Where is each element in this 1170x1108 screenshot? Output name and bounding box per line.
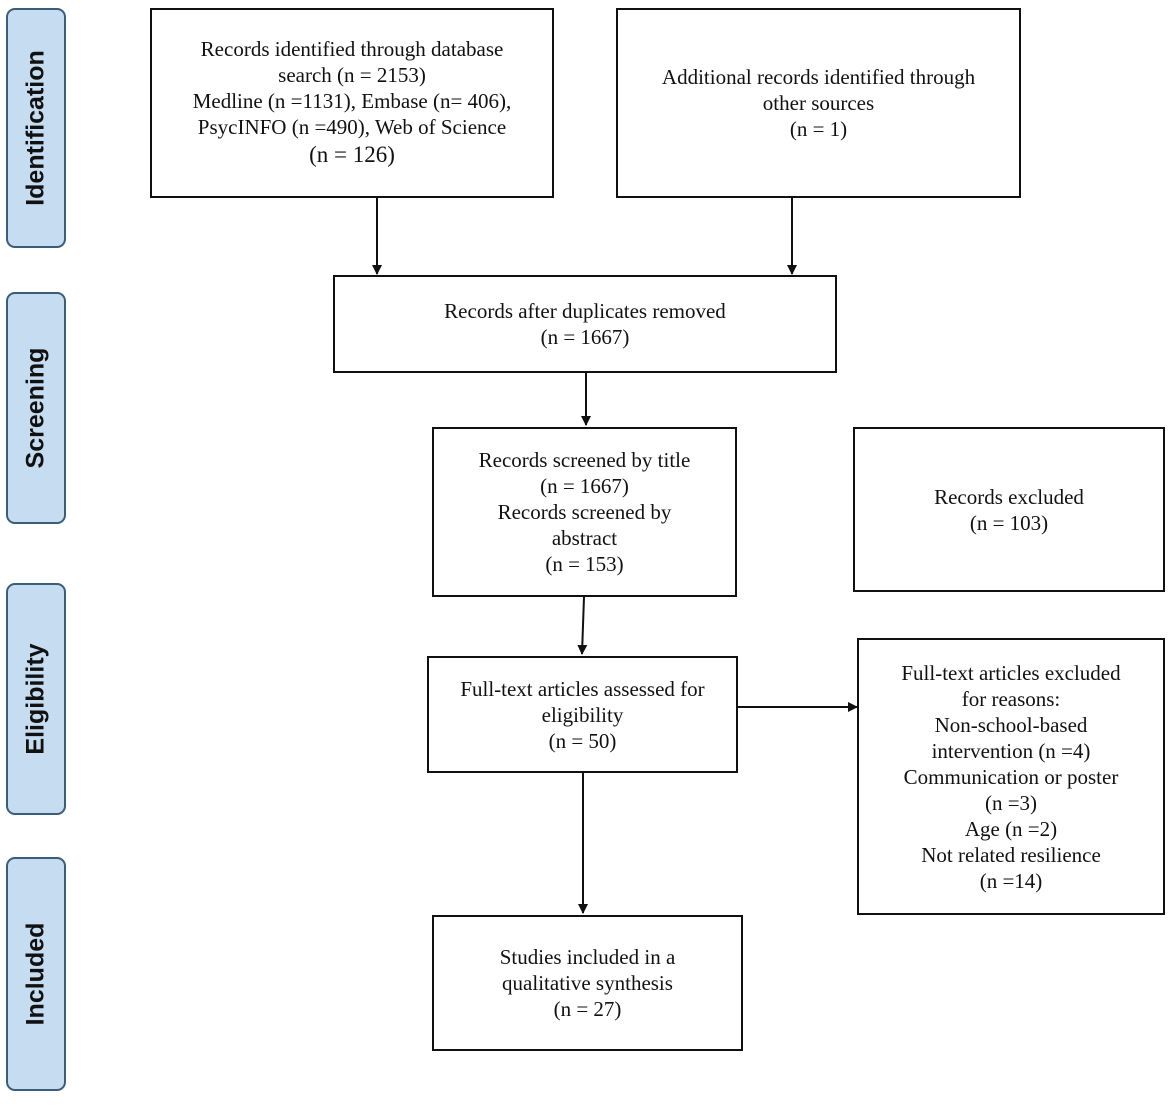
box-text-line: Full-text articles excluded [901,660,1121,685]
box-text-line: (n = 126) [309,142,395,167]
box-text-line: Records screened by title [478,448,691,472]
box-included-studies: Studies included in a qualitative synthe… [432,915,743,1051]
box-text-line: PsycINFO (n =490), Web of Science [197,115,507,139]
box-text-line: (n =14) [979,868,1043,893]
box-records-excluded: Records excluded (n = 103) [853,427,1165,592]
box-text-line: Records screened by [497,500,672,524]
box-text-line: (n = 153) [545,552,624,576]
box-text-line: Records after duplicates removed [444,299,726,323]
box-text-line: Medline (n =1131), Embase (n= 406), [192,89,512,113]
stage-identification: Identification [6,8,66,248]
box-text-line: other sources [762,91,875,115]
box-text-line: Records identified through database [200,37,504,61]
box-fulltext-excluded: Full-text articles excluded for reasons:… [857,638,1165,915]
box-fulltext-assessed: Full-text articles assessed for eligibil… [427,656,738,773]
box-text-line: Full-text articles assessed for [460,676,705,701]
box-text-line: Records excluded [934,484,1084,509]
box-text-line: (n = 1) [789,117,848,141]
box-text-line: (n = 27) [553,997,622,1021]
box-text-line: abstract [551,526,618,550]
box-database-search: Records identified through database sear… [150,8,554,198]
box-text-line: for reasons: [961,686,1061,711]
box-text-line: Communication or poster [903,764,1119,789]
box-other-sources: Additional records identified through ot… [616,8,1021,198]
box-text-line: (n = 1667) [540,325,630,349]
stage-eligibility: Eligibility [6,583,66,815]
box-text-line: Non-school-based [934,712,1088,737]
box-text-line: Additional records identified through [661,65,976,89]
box-text-line: (n = 103) [969,510,1049,535]
box-text-line: (n =3) [984,790,1038,815]
box-records-screened: Records screened by title (n = 1667) Rec… [432,427,737,597]
box-text-line: (n = 1667) [540,474,629,498]
arrow-screened-to-fulltext [577,596,588,655]
stage-screening: Screening [6,292,66,524]
box-text-line: intervention (n =4) [931,738,1091,763]
box-text-line: qualitative synthesis [502,971,673,995]
box-text-line: eligibility [541,702,624,727]
box-text-line: Not related resilience [921,842,1101,867]
box-text-line: Age (n =2) [964,816,1058,841]
box-text-line: search (n = 2153) [278,63,426,87]
box-text-line: Studies included in a [499,945,676,969]
stage-included: Included [6,857,66,1091]
box-duplicates-removed: Records after duplicates removed (n = 16… [333,275,837,373]
box-text-line: (n = 50) [548,728,617,753]
